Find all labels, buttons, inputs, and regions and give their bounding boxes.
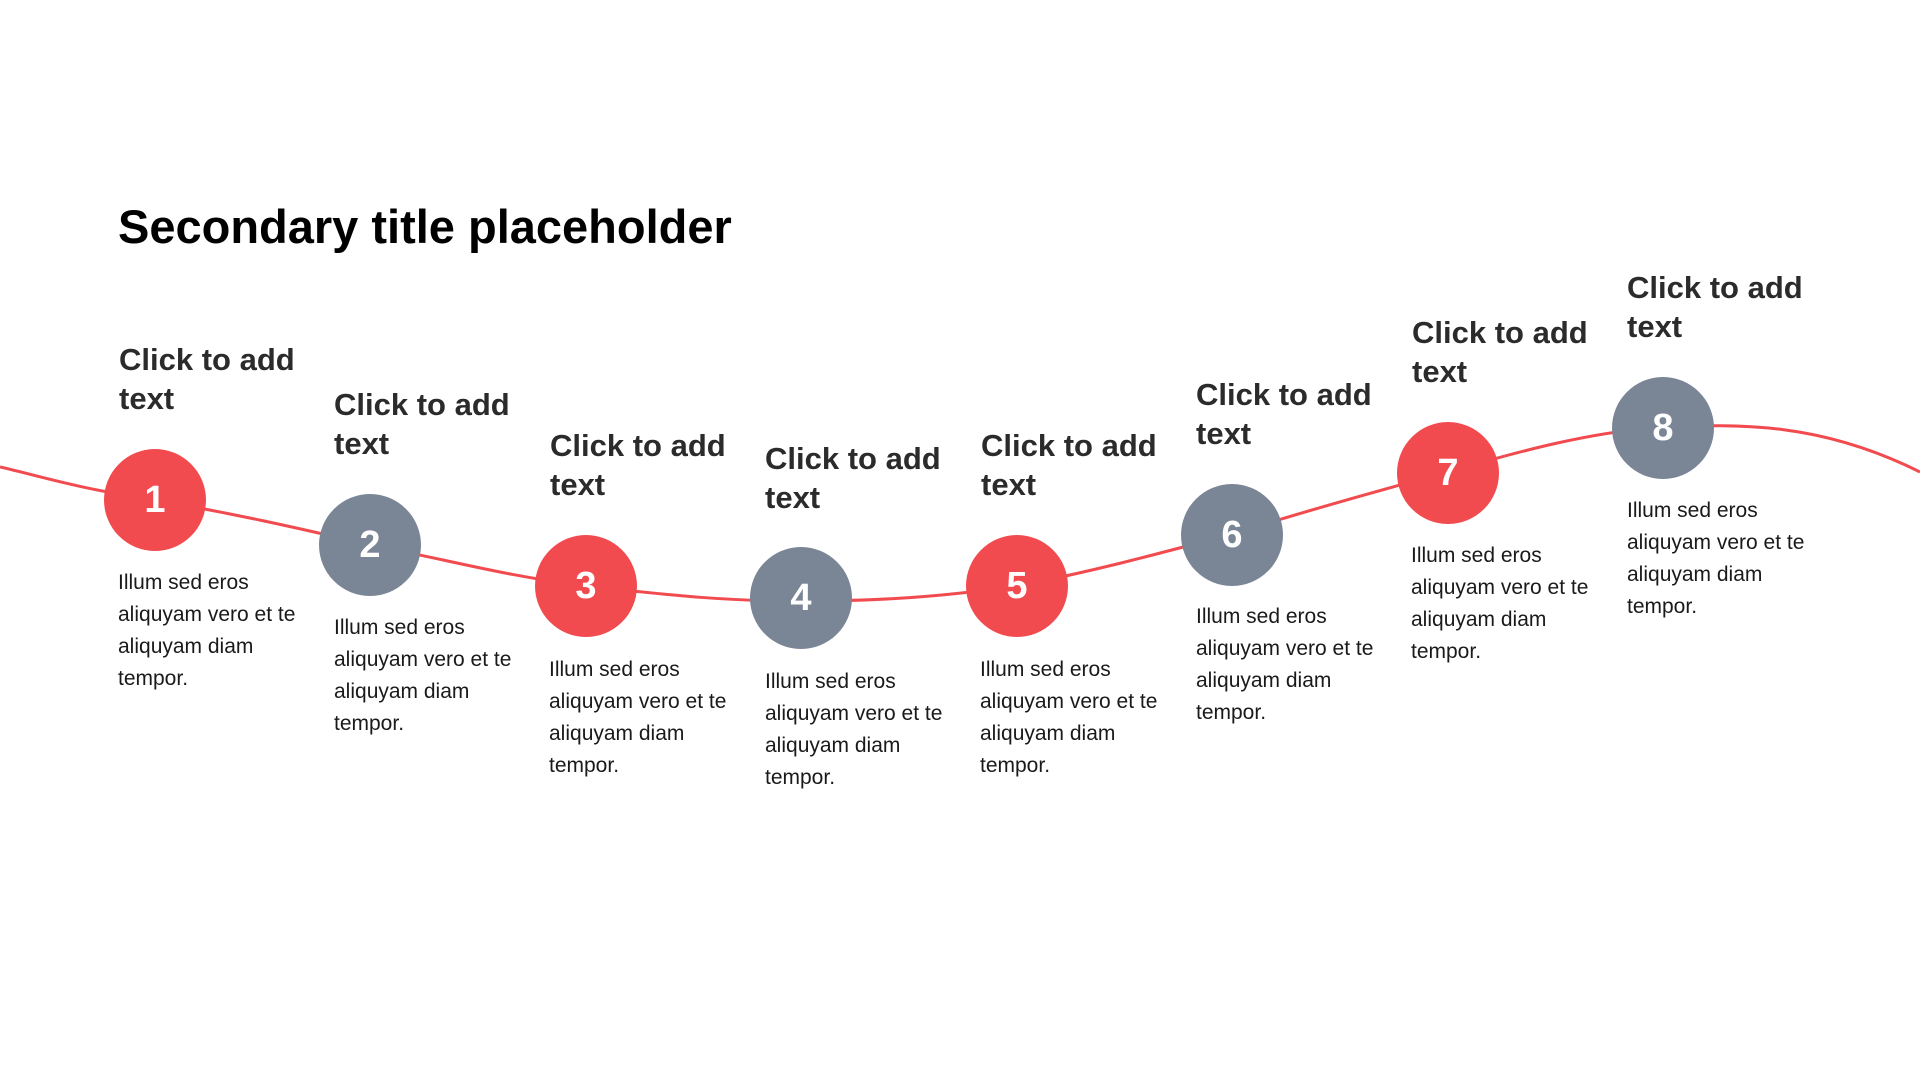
step-heading[interactable]: Click to add text xyxy=(765,441,941,515)
step-description[interactable]: Illum sed eros aliquyam vero et te aliqu… xyxy=(1627,499,1805,618)
step-description[interactable]: Illum sed eros aliquyam vero et te aliqu… xyxy=(765,670,943,789)
step-number-circle: 6 xyxy=(1181,484,1283,586)
step-number-circle: 4 xyxy=(750,547,852,649)
step-description[interactable]: Illum sed eros aliquyam vero et te aliqu… xyxy=(118,571,296,690)
step-heading[interactable]: Click to add text xyxy=(119,342,295,416)
step-description[interactable]: Illum sed eros aliquyam vero et te aliqu… xyxy=(980,658,1158,777)
step-number-circle: 7 xyxy=(1397,422,1499,524)
step-heading[interactable]: Click to add text xyxy=(1627,270,1803,344)
step-heading[interactable]: Click to add text xyxy=(334,387,510,461)
step-number-circle: 1 xyxy=(104,449,206,551)
timeline-curve-path xyxy=(0,424,1920,603)
step-description[interactable]: Illum sed eros aliquyam vero et te aliqu… xyxy=(549,658,727,777)
step-number-circle: 3 xyxy=(535,535,637,637)
step-description[interactable]: Illum sed eros aliquyam vero et te aliqu… xyxy=(1411,544,1589,663)
step-heading[interactable]: Click to add text xyxy=(1196,377,1372,451)
step-number-circle: 8 xyxy=(1612,377,1714,479)
step-heading[interactable]: Click to add text xyxy=(550,428,726,502)
step-description[interactable]: Illum sed eros aliquyam vero et te aliqu… xyxy=(334,616,512,735)
step-heading[interactable]: Click to add text xyxy=(1412,315,1588,389)
step-description[interactable]: Illum sed eros aliquyam vero et te aliqu… xyxy=(1196,605,1374,724)
step-number-circle: 2 xyxy=(319,494,421,596)
step-number-circle: 5 xyxy=(966,535,1068,637)
page-title[interactable]: Secondary title placeholder xyxy=(118,200,732,253)
step-heading[interactable]: Click to add text xyxy=(981,428,1157,502)
